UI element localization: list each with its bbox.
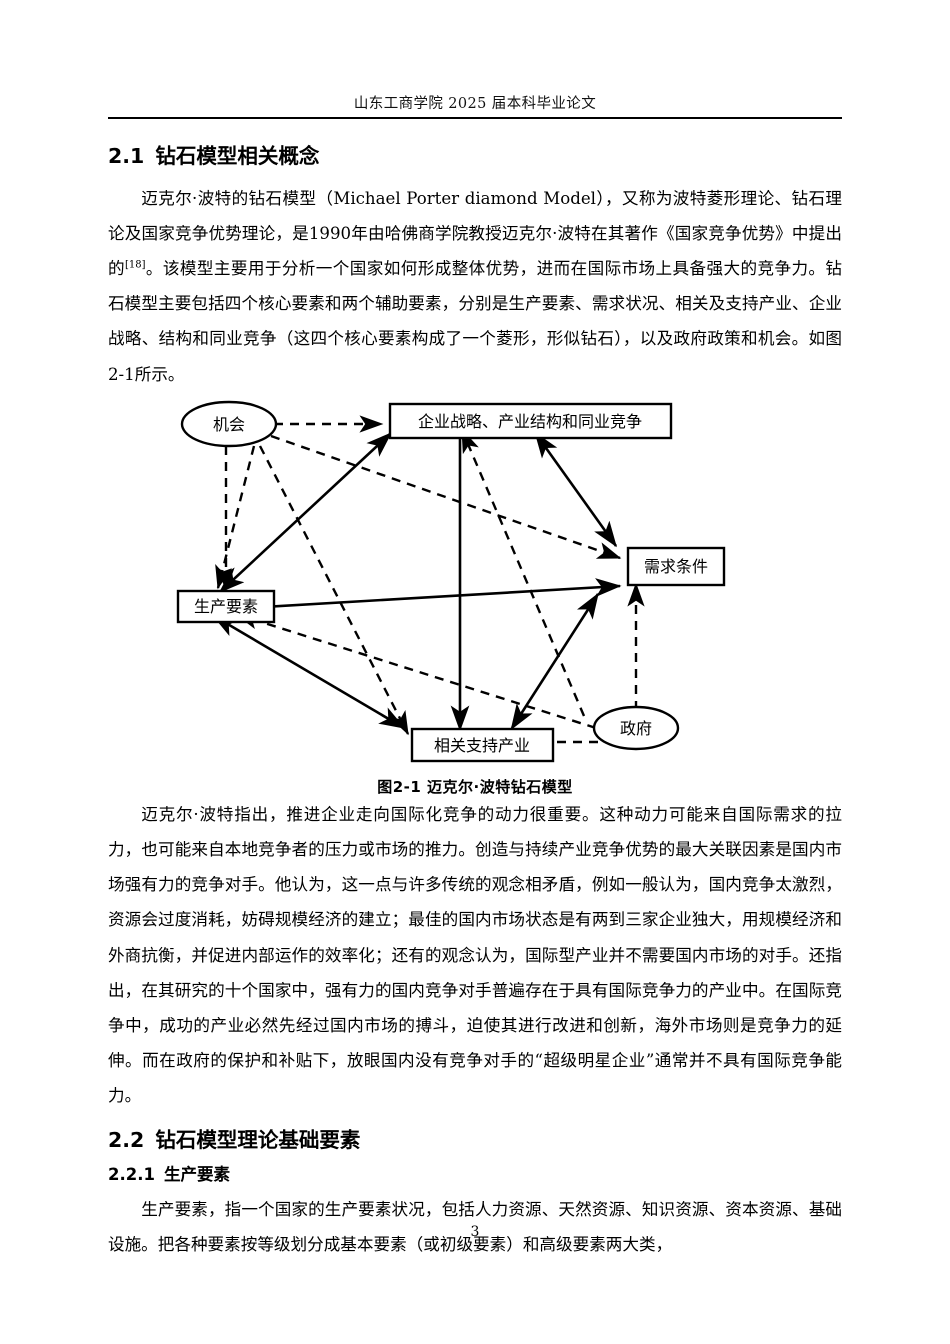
paragraph-1-text-a: 迈克尔·波特的钻石模型（Michael Porter diamond Model… — [108, 188, 842, 278]
citation-marker-18: [18] — [125, 259, 146, 271]
edge-related-demand — [510, 592, 600, 731]
section-heading-2-2: 2.2 钻石模型理论基础要素 — [108, 1128, 842, 1153]
paragraph-1: 迈克尔·波特的钻石模型（Michael Porter diamond Model… — [108, 181, 842, 392]
paragraph-3: 生产要素，指一个国家的生产要素状况，包括人力资源、天然资源、知识资源、资本资源、… — [108, 1200, 842, 1255]
node-factors: 生产要素 — [176, 589, 276, 624]
edge-opportunity-related — [258, 445, 410, 736]
section-heading-2-1: 2.1 钻石模型相关概念 — [108, 144, 842, 169]
section-number-2-1: 2.1 — [108, 144, 145, 168]
section-title-2-2-1: 生产要素 — [163, 1165, 230, 1185]
node-strategy: 企业战略、产业结构和同业竞争 — [388, 402, 673, 440]
edge-strategy-factors — [218, 432, 392, 593]
node-related: 相关支持产业 — [410, 727, 555, 763]
running-header: 山东工商学院 2025 届本科毕业论文 — [108, 96, 842, 127]
node-related-label: 相关支持产业 — [434, 736, 530, 755]
paragraph-1-text-b: 。该模型主要用于分析一个国家如何形成整体优势，进而在国际市场上具备强大的竞争力。… — [108, 259, 843, 384]
document-content: 2.1 钻石模型相关概念 迈克尔·波特的钻石模型（Michael Porter d… — [108, 130, 842, 1262]
edge-government-strategy — [460, 428, 586, 717]
node-government: 政府 — [592, 705, 680, 751]
node-demand-label: 需求条件 — [644, 557, 708, 576]
node-opportunity: 机会 — [180, 400, 278, 448]
running-header-text: 山东工商学院 2025 届本科毕业论文 — [353, 96, 597, 112]
section-number-2-2-1: 2.2.1 — [108, 1165, 155, 1185]
header-divider — [108, 117, 842, 120]
edge-factors-demand — [209, 577, 622, 618]
figure-caption: 图2-1 迈克尔·波特钻石模型 — [377, 777, 573, 796]
figure-2-1: 机会 企业战略、产业结构和同业竞争 需求条件 生产要素 — [108, 398, 842, 797]
node-government-label: 政府 — [620, 719, 652, 738]
diamond-model-diagram: 机会 企业战略、产业结构和同业竞争 需求条件 生产要素 — [176, 400, 726, 763]
node-strategy-label: 企业战略、产业结构和同业竞争 — [418, 412, 642, 431]
section-heading-2-2-1: 2.2.1 生产要素 — [108, 1165, 842, 1185]
paragraph-2: 迈克尔·波特指出，推进企业走向国际化竞争的动力很重要。这种动力可能来自国际需求的… — [108, 804, 842, 1106]
page-number: 3 — [470, 1224, 480, 1240]
section-number-2-2: 2.2 — [108, 1127, 145, 1152]
node-demand: 需求条件 — [626, 546, 726, 587]
edge-government-factors — [234, 612, 597, 729]
section-title-2-2: 钻石模型理论基础要素 — [155, 1127, 361, 1152]
node-opportunity-label: 机会 — [213, 415, 245, 434]
section-title-2-1: 钻石模型相关概念 — [155, 144, 320, 168]
edge-strategy-demand — [534, 431, 618, 548]
node-factors-label: 生产要素 — [194, 597, 258, 616]
edge-factors-related — [211, 614, 406, 729]
